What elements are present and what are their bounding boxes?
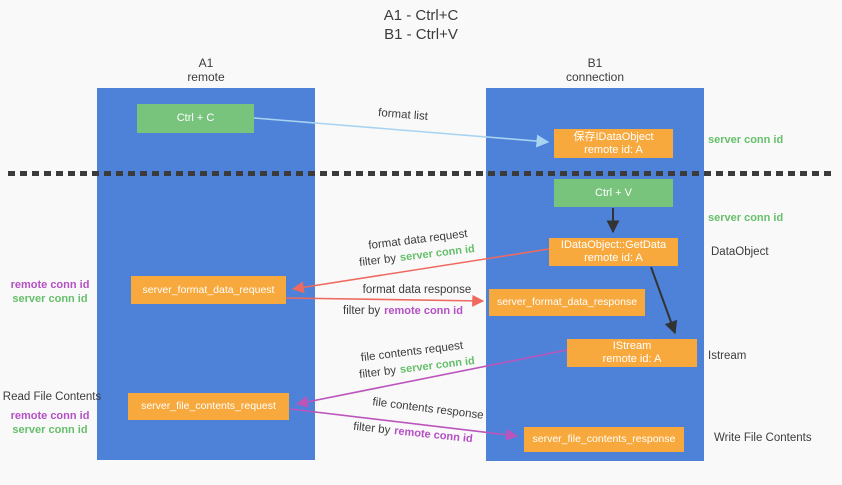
istream-line2: remote id: A bbox=[602, 353, 662, 365]
column-b-role: connection bbox=[565, 70, 625, 84]
node-server-format-data-response: server_format_data_response bbox=[489, 289, 645, 316]
server-format-data-request-label: server_format_data_request bbox=[142, 283, 275, 296]
filter-by-text-4: filter by bbox=[352, 420, 391, 437]
filter-key-remote-2: remote conn id bbox=[393, 425, 474, 446]
node-save-idataobject: 保存IDataObject remote id: A bbox=[554, 129, 673, 158]
filter-by-text-3: filter by bbox=[358, 364, 397, 382]
column-a-header: A1 remote bbox=[97, 56, 315, 84]
format-list-label: format list bbox=[377, 107, 429, 123]
file-contents-response-label: file contents response bbox=[371, 396, 485, 422]
getdata-line1: IDataObject::GetData bbox=[560, 239, 667, 251]
istream-line1: IStream bbox=[612, 340, 652, 352]
node-idataobject-getdata: IDataObject::GetData remote id: A bbox=[549, 238, 678, 266]
column-a-name: A1 bbox=[198, 56, 214, 70]
left-server-conn-id-2: server conn id bbox=[12, 424, 88, 436]
node-ctrl-v: Ctrl + V bbox=[554, 179, 673, 207]
dashed-separator bbox=[8, 171, 834, 176]
node-server-file-contents-request: server_file_contents_request bbox=[128, 393, 289, 420]
save-idataobject-line1: 保存IDataObject bbox=[573, 130, 654, 143]
format-data-response-arrow bbox=[285, 294, 485, 307]
left-remote-conn-id-1: remote conn id bbox=[10, 279, 90, 291]
right-dataobject-label: DataObject bbox=[711, 246, 769, 258]
right-server-conn-id-1: server conn id bbox=[708, 134, 784, 146]
left-server-conn-id-1: server conn id bbox=[12, 293, 88, 305]
diagram-title: A1 - Ctrl+C B1 - Ctrl+V bbox=[0, 6, 842, 44]
node-server-file-contents-response: server_file_contents_response bbox=[524, 427, 684, 452]
filter-key-remote-1: remote conn id bbox=[384, 305, 463, 317]
left-remote-conn-id-2: remote conn id bbox=[10, 410, 90, 422]
title-line-1: A1 - Ctrl+C bbox=[383, 7, 459, 24]
server-format-data-response-label: server_format_data_response bbox=[496, 296, 638, 308]
right-istream-label: Istream bbox=[708, 350, 747, 362]
ctrl-v-label: Ctrl + V bbox=[595, 186, 632, 199]
server-file-contents-response-label: server_file_contents_response bbox=[532, 433, 676, 445]
title-line-2: B1 - Ctrl+V bbox=[384, 26, 458, 43]
node-istream: IStream remote id: A bbox=[567, 339, 697, 367]
node-server-format-data-request: server_format_data_request bbox=[131, 276, 286, 304]
right-server-conn-id-2: server conn id bbox=[708, 212, 784, 224]
ctrl-c-label: Ctrl + C bbox=[176, 112, 215, 124]
server-file-contents-request-label: server_file_contents_request bbox=[141, 400, 276, 412]
filter-by-text-1: filter by bbox=[358, 252, 397, 270]
save-idataobject-line2: remote id: A bbox=[584, 143, 643, 156]
format-data-response-label: format data response bbox=[362, 284, 472, 296]
column-b-name: B1 bbox=[587, 56, 603, 70]
left-read-file-contents: Read File Contents bbox=[2, 391, 102, 403]
filter-by-text-2: filter by bbox=[343, 305, 381, 317]
node-ctrl-c: Ctrl + C bbox=[137, 104, 254, 133]
column-a-role: remote bbox=[187, 70, 225, 84]
right-write-file-contents: Write File Contents bbox=[714, 432, 812, 444]
column-b-header: B1 connection bbox=[486, 56, 704, 84]
getdata-line2: remote id: A bbox=[584, 252, 643, 264]
